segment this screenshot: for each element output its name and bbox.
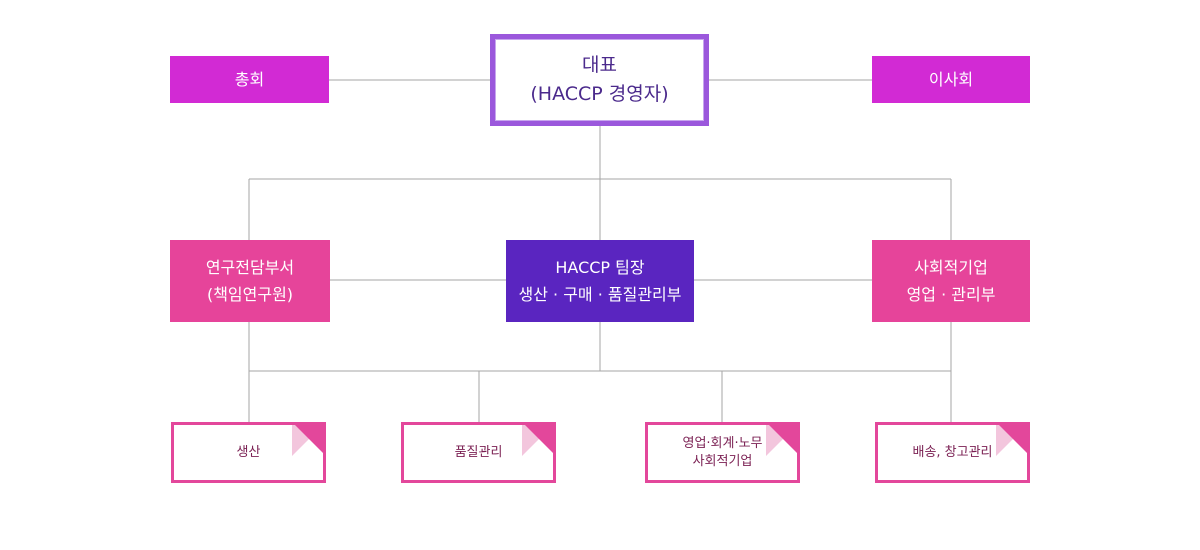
folded-corner-icon — [522, 425, 553, 456]
social-enterprise-title: 사회적기업 — [914, 258, 988, 277]
sales-label-line2: 사회적기업 — [692, 453, 753, 469]
research-dept-title: 연구전담부서 — [205, 258, 295, 277]
folded-corner-icon — [766, 425, 797, 456]
quality-label: 품질관리 — [454, 444, 503, 460]
folded-corner-icon — [996, 425, 1027, 456]
research-dept-box: 연구전담부서 (책임연구원) — [170, 240, 330, 322]
haccp-team-box: HACCP 팀장 생산 · 구매 · 품질관리부 — [506, 240, 694, 322]
research-dept-subtitle: (책임연구원) — [206, 285, 294, 304]
sales-label-line1: 영업·회계·노무 — [682, 435, 763, 451]
production-label: 생산 — [236, 444, 261, 460]
ceo-subtitle: (HACCP 경영자) — [530, 83, 669, 105]
folded-corner-icon — [292, 425, 323, 456]
production-box: 생산 — [171, 422, 326, 483]
delivery-label: 배송, 창고관리 — [912, 444, 993, 460]
board-box: 이사회 — [872, 56, 1030, 103]
general-meeting-box: 총회 — [170, 56, 329, 103]
ceo-title: 대표 — [582, 54, 617, 76]
general-meeting-label: 총회 — [234, 70, 265, 89]
haccp-team-title: HACCP 팀장 — [555, 258, 645, 277]
delivery-box: 배송, 창고관리 — [875, 422, 1030, 483]
ceo-box: 대표 (HACCP 경영자) — [490, 34, 709, 126]
board-label: 이사회 — [928, 70, 974, 89]
quality-box: 품질관리 — [401, 422, 556, 483]
social-enterprise-box: 사회적기업 영업 · 관리부 — [872, 240, 1030, 322]
social-enterprise-subtitle: 영업 · 관리부 — [906, 285, 996, 304]
haccp-team-subtitle: 생산 · 구매 · 품질관리부 — [518, 285, 682, 304]
sales-box: 영업·회계·노무 사회적기업 — [645, 422, 800, 483]
